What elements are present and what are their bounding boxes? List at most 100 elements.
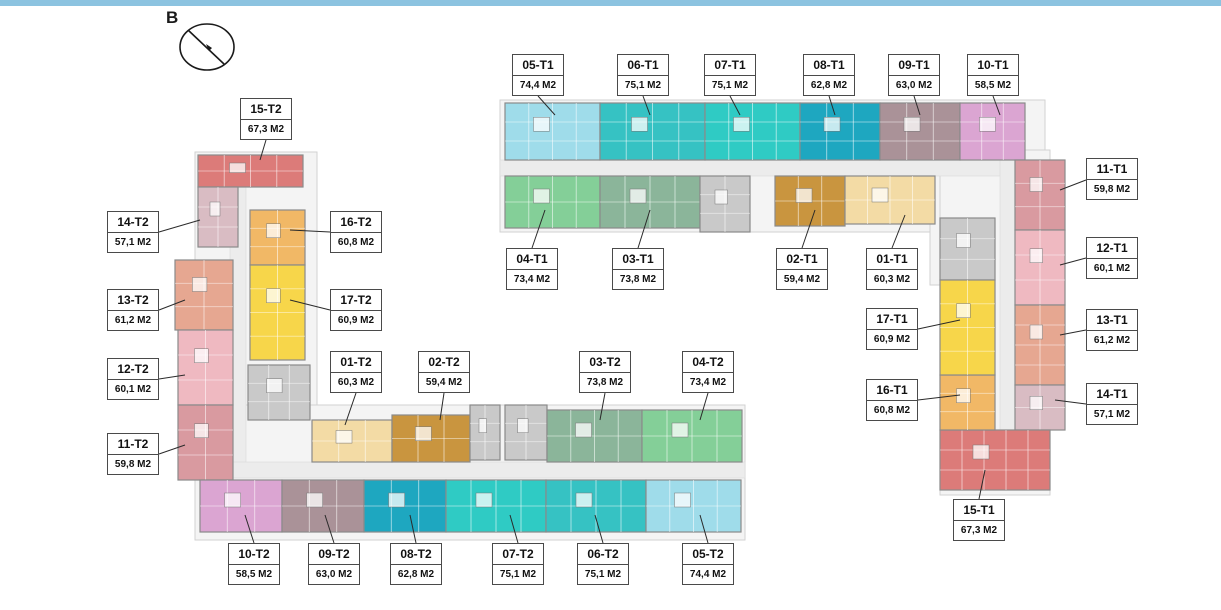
furniture — [903, 117, 921, 132]
unit-code: 07-T1 — [705, 55, 755, 76]
unit-label-10-t1: 10-T1 58,5 M2 — [967, 54, 1019, 96]
furniture — [972, 444, 990, 460]
unit-area: 73,8 M2 — [619, 274, 657, 285]
unit-area: 63,0 M2 — [895, 80, 933, 91]
unit-area: 60,1 M2 — [1093, 263, 1131, 274]
leader-line — [978, 469, 986, 500]
unit-label-06-t1: 06-T1 75,1 M2 — [617, 54, 669, 96]
unit-code: 03-T2 — [580, 352, 630, 373]
leader-line — [913, 95, 921, 116]
leader-line — [891, 214, 906, 249]
unit-area: 67,3 M2 — [247, 124, 285, 135]
unit-area: 58,5 M2 — [235, 569, 273, 580]
unit-code: 08-T1 — [804, 55, 854, 76]
unit-code: 11-T1 — [1087, 159, 1137, 180]
unit-area: 75,1 M2 — [624, 80, 662, 91]
leader-line — [699, 392, 709, 421]
unit-code: 14-T2 — [108, 212, 158, 233]
leader-line — [289, 229, 331, 233]
furniture — [194, 423, 209, 438]
unit-code: 16-T2 — [331, 212, 381, 233]
leader-line — [1059, 329, 1087, 336]
unit-area: 58,5 M2 — [974, 80, 1012, 91]
furniture — [956, 388, 971, 403]
unit-area: 59,4 M2 — [425, 377, 463, 388]
leader-line — [289, 299, 331, 311]
unit-code: 07-T2 — [493, 544, 543, 565]
top-accent-bar — [0, 0, 1221, 6]
furniture — [1029, 248, 1043, 263]
unit-area: 73,4 M2 — [689, 377, 727, 388]
leader-line — [642, 95, 651, 116]
furniture — [335, 430, 353, 444]
unit-area: 60,9 M2 — [337, 315, 375, 326]
leader-line — [1054, 399, 1087, 405]
unit-code: 05-T2 — [683, 544, 733, 565]
unit-area: 73,4 M2 — [513, 274, 551, 285]
furniture — [388, 492, 405, 508]
unit-label-07-t2: 07-T2 75,1 M2 — [492, 543, 544, 585]
unit-area: 59,4 M2 — [783, 274, 821, 285]
unit-15 — [939, 429, 1051, 491]
unit-area: 60,8 M2 — [337, 237, 375, 248]
unit-08 — [363, 479, 447, 533]
unit-code: 16-T1 — [867, 380, 917, 401]
leader-line — [992, 95, 1001, 116]
leader-line — [699, 514, 709, 544]
leader-line — [594, 514, 604, 544]
unit-code: 10-T2 — [229, 544, 279, 565]
leader-line — [344, 392, 357, 426]
unit-code: 03-T1 — [613, 249, 663, 270]
leader-line — [409, 514, 417, 544]
unit-area: 74,4 M2 — [689, 569, 727, 580]
furniture — [575, 492, 593, 508]
unit-label-10-t2: 10-T2 58,5 M2 — [228, 543, 280, 585]
compass-letter: B — [166, 8, 179, 27]
furniture — [671, 422, 689, 438]
furniture — [733, 117, 750, 132]
unit-code: 10-T1 — [968, 55, 1018, 76]
furniture — [266, 288, 281, 303]
furniture — [575, 422, 592, 438]
unit-code: 06-T2 — [578, 544, 628, 565]
unit-label-16-t2: 16-T2 60,8 M2 — [330, 211, 382, 253]
leader-line — [158, 299, 186, 311]
unit-code: 06-T1 — [618, 55, 668, 76]
leader-line — [244, 514, 255, 544]
unit-code: 12-T2 — [108, 359, 158, 380]
unit-code: 14-T1 — [1087, 384, 1137, 405]
furniture — [306, 492, 323, 508]
compass-icon — [179, 23, 235, 71]
furniture — [631, 117, 648, 132]
unit-label-05-t2: 05-T2 74,4 M2 — [682, 543, 734, 585]
unit-label-08-t1: 08-T1 62,8 M2 — [803, 54, 855, 96]
unit-area: 75,1 M2 — [499, 569, 537, 580]
apartment-units — [174, 102, 1066, 533]
leader-line — [158, 219, 201, 233]
unit-code: 09-T2 — [309, 544, 359, 565]
unit-code: 09-T1 — [889, 55, 939, 76]
furniture — [533, 117, 550, 132]
furniture — [956, 233, 971, 248]
unit-area: 62,8 M2 — [810, 80, 848, 91]
unit-code: 05-T1 — [513, 55, 563, 76]
leader-line — [637, 209, 651, 249]
furniture — [224, 492, 241, 508]
leader-line — [917, 394, 961, 401]
leader-line — [324, 514, 335, 544]
